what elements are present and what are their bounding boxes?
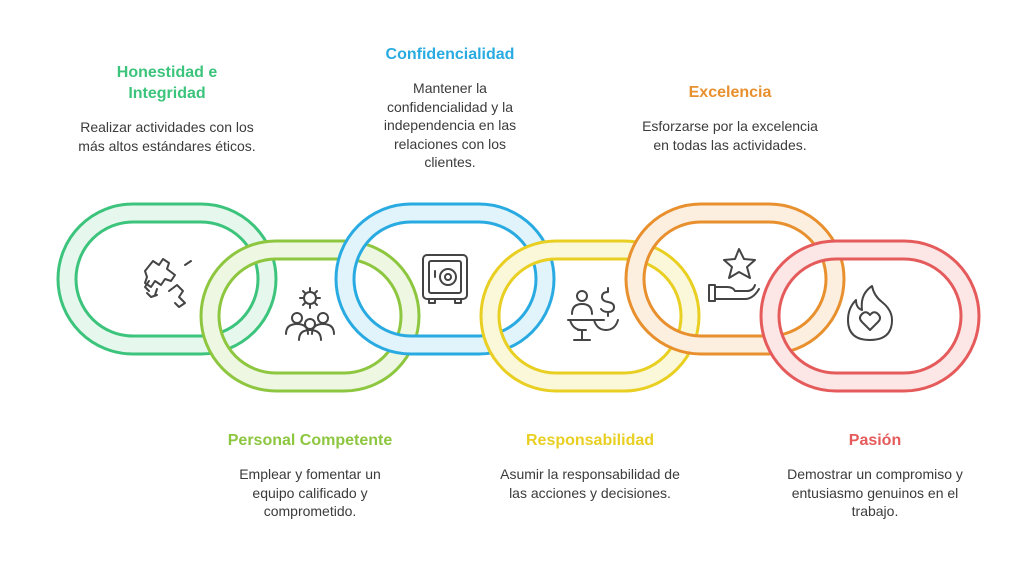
chain-link-fill xyxy=(336,204,554,354)
chain-link-inner xyxy=(352,220,538,338)
chain-link-inner xyxy=(74,220,260,338)
chain-link-outer xyxy=(334,202,556,356)
chain-link-outer xyxy=(624,202,846,356)
chain-link-outer xyxy=(479,239,701,393)
chain-link-fill xyxy=(58,204,276,354)
chain-link-outer xyxy=(56,202,278,356)
handshake-puzzle-icon xyxy=(144,258,192,308)
value-description: Mantener la confidencialidad y la indepe… xyxy=(383,80,517,170)
balance-scale-person-icon xyxy=(567,287,619,341)
value-title: Pasión xyxy=(848,432,902,449)
chain-link-fill xyxy=(481,241,699,391)
value-description: Asumir la responsabilidad de las accione… xyxy=(500,466,680,501)
chain-link-fill xyxy=(761,241,979,391)
value-title: Excelencia xyxy=(688,84,772,101)
chain-link-inner xyxy=(497,257,683,375)
chain-link-inner xyxy=(217,257,403,375)
value-description: Esforzarse por la excelencia en todas la… xyxy=(642,118,818,153)
chain-link-fill xyxy=(626,204,844,354)
value-title: Responsabilidad xyxy=(525,432,655,449)
chain-link-inner xyxy=(642,220,828,338)
flame-heart-icon xyxy=(847,285,893,341)
team-gear-icon xyxy=(285,287,335,341)
chain-link-fill xyxy=(201,241,419,391)
value-description: Demostrar un compromiso y entusiasmo gen… xyxy=(787,466,963,519)
safe-icon xyxy=(422,254,468,304)
chain-link-outer xyxy=(759,239,981,393)
hand-star-icon xyxy=(708,248,760,302)
value-title: Confidencialidad xyxy=(385,46,515,63)
value-title: Personal Competente xyxy=(227,432,393,449)
value-description: Emplear y fomentar un equipo calificado … xyxy=(239,466,381,519)
value-title: Honestidad e Integridad xyxy=(116,64,218,102)
chain-link-inner xyxy=(777,257,963,375)
chain-link-outer xyxy=(199,239,421,393)
value-description: Realizar actividades con los más altos e… xyxy=(78,119,256,154)
